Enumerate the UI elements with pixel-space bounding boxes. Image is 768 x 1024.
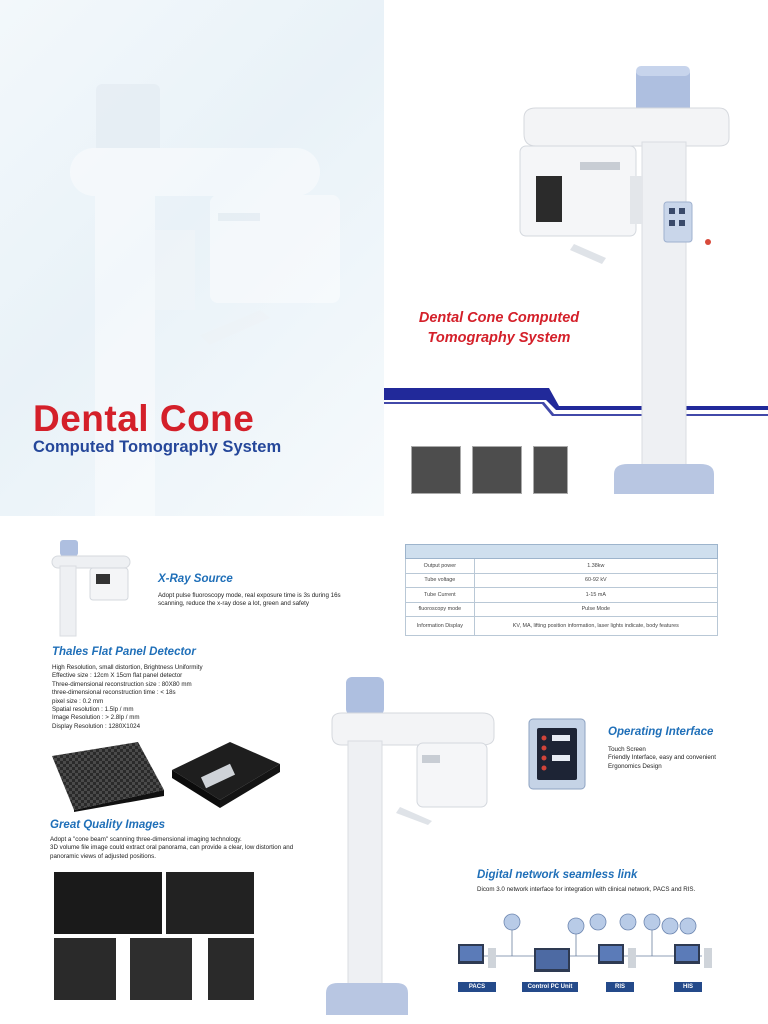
xray-machine-thumbnail bbox=[51, 540, 131, 637]
detector-line: Spatial resolution : 1.5lp / mm bbox=[52, 706, 134, 714]
detector-line: High Resolution, small distortion, Brigh… bbox=[52, 664, 203, 671]
network-bubble bbox=[619, 913, 637, 931]
table-row: Tube voltage 60-92 kV bbox=[405, 572, 719, 588]
detector-heading: Thales Flat Panel Detector bbox=[52, 646, 196, 658]
spec-label: Output power bbox=[405, 558, 475, 574]
detector-line: Three-dimensional reconstruction size : … bbox=[52, 680, 192, 688]
sagittal-scan-image bbox=[208, 938, 254, 1000]
quality-heading: Great Quality Images bbox=[50, 819, 166, 831]
quality-line: Adopt a "cone beam" scanning three-dimen… bbox=[50, 836, 242, 843]
xray-text: Adopt pulse fluoroscopy mode, real expos… bbox=[158, 592, 341, 609]
spec-label: Tube voltage bbox=[405, 572, 475, 588]
product-title-line2: Tomography System bbox=[427, 330, 571, 346]
machine-illustration bbox=[519, 66, 730, 494]
detector-specs: High Resolution, small distortion, Brigh… bbox=[52, 664, 203, 731]
xray-text-line: scanning, reduce the x-ray dose a lot, g… bbox=[158, 600, 309, 608]
network-label-ris: RIS bbox=[614, 984, 625, 990]
coronal-scan-image bbox=[130, 938, 192, 1000]
interface-line: Touch Screen bbox=[608, 746, 646, 753]
table-row: Output power 1.38kw bbox=[405, 558, 719, 574]
network-bubble bbox=[567, 917, 585, 935]
spec-table: Output power 1.38kw Tube voltage 60-92 k… bbox=[405, 544, 719, 636]
detector-line: Effective size : 12cm X 15cm flat panel … bbox=[52, 672, 183, 680]
3d-skull-scan-image bbox=[166, 872, 254, 934]
spec-value: 60-92 kV bbox=[473, 572, 719, 588]
product-title-line1: Dental Cone Computed bbox=[418, 310, 580, 326]
network-heading: Digital network seamless link bbox=[477, 869, 638, 881]
hero-right-panel: Dental Cone Computed Tomography System bbox=[384, 0, 768, 516]
network-label-pacs: PACS bbox=[468, 984, 486, 990]
spec-value: KV, MA, lifting position information, la… bbox=[473, 616, 719, 636]
spec-value: 1-15 mA bbox=[473, 587, 719, 603]
detector-line: three-dimensional reconstruction time : … bbox=[52, 689, 176, 697]
detector-panel-black bbox=[172, 742, 280, 808]
axial-scan-image bbox=[54, 938, 116, 1000]
network-bubble bbox=[679, 917, 697, 935]
network-label-his: HIS bbox=[682, 984, 693, 990]
ghost-machine-illustration bbox=[70, 84, 340, 516]
hero-subtitle: Computed Tomography System bbox=[33, 438, 282, 456]
detector-line: Image Resolution : > 2.8lp / mm bbox=[52, 714, 140, 722]
interface-line: Ergonomics Design bbox=[608, 762, 662, 770]
spec-label: Information Display bbox=[405, 616, 475, 636]
network-label-control-pc: Control PC Unit bbox=[527, 984, 573, 990]
detector-panel-carbon bbox=[52, 742, 164, 812]
network-diagram bbox=[458, 913, 712, 992]
scan-thumbnail bbox=[472, 446, 522, 494]
quality-line: panoramic views of adjusted positions. bbox=[50, 852, 156, 860]
large-machine-illustration bbox=[326, 677, 495, 1015]
quality-line: 3D volume file image could extract oral … bbox=[50, 844, 294, 852]
hero-left-panel: Dental Cone Computed Tomography System bbox=[0, 0, 384, 516]
interface-line: Friendly Interface, easy and convenient bbox=[608, 754, 717, 762]
scan-thumbnails bbox=[411, 446, 568, 494]
table-row: Tube Current 1-15 mA bbox=[405, 587, 719, 603]
network-bubble bbox=[503, 913, 521, 931]
touch-control-panel bbox=[528, 718, 586, 790]
scan-thumbnail bbox=[533, 446, 568, 494]
network-bubble bbox=[661, 917, 679, 935]
table-row: Information Display KV, MA, lifting posi… bbox=[405, 616, 719, 636]
spec-value: 1.38kw bbox=[473, 558, 719, 574]
xray-text-line: Adopt pulse fluoroscopy mode, real expos… bbox=[158, 592, 341, 599]
xray-heading: X-Ray Source bbox=[158, 573, 233, 585]
hero-title: Dental Cone bbox=[33, 398, 255, 439]
spec-value: Pulse Mode bbox=[473, 601, 719, 617]
network-text: Dicom 3.0 network interface for integrat… bbox=[477, 886, 696, 893]
interface-text: Touch Screen Friendly Interface, easy an… bbox=[608, 746, 716, 771]
scan-thumbnail bbox=[411, 446, 461, 494]
spec-label: Tube Current bbox=[405, 587, 475, 603]
interface-heading: Operating Interface bbox=[608, 726, 714, 738]
spec-label: fluoroscopy mode bbox=[405, 601, 475, 617]
network-bubble bbox=[589, 913, 607, 931]
detector-line: Display Resolution : 1280X1024 bbox=[52, 722, 141, 730]
table-row: fluoroscopy mode Pulse Mode bbox=[405, 601, 719, 617]
spec-table-header bbox=[405, 544, 718, 559]
quality-text: Adopt a "cone beam" scanning three-dimen… bbox=[50, 836, 293, 861]
panorama-scan-image bbox=[54, 872, 162, 934]
detector-line: pixel size : 0.2 mm bbox=[52, 697, 104, 705]
product-title: Dental Cone Computed Tomography System bbox=[384, 308, 614, 348]
network-bubble bbox=[643, 913, 661, 931]
blue-ribbon-banner bbox=[384, 388, 768, 416]
